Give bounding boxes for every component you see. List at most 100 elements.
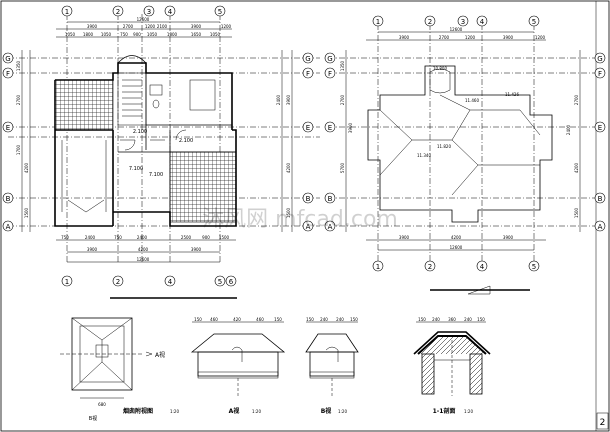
axis-label: 1 [376,263,380,271]
dimension: 2400 [85,235,96,240]
axis-label: 3 [147,8,151,16]
axis-label: E [598,124,602,132]
dimension: 2700 [123,24,134,29]
dimension: 3900 [348,122,353,133]
dimension: 150 [274,317,282,322]
axis-label: F [328,70,332,78]
dimension: 1650 [191,32,202,37]
overall-dimension: 12600 [137,17,150,22]
dimension: 4200 [138,247,149,252]
dimension: 5700 [340,162,345,173]
dimension: 1500 [574,207,579,218]
dimension: 3900 [503,235,514,240]
plan-right-side-dims: 1350 2700 3900 5700 2700 2400 4200 1500 [340,50,581,232]
axis-label: 5 [218,278,222,286]
dimension: 360 [448,317,456,322]
dimension: 4200 [451,235,462,240]
view-b-elevation: 150 240 240 150 B视 1:20 [305,317,359,415]
axis-label: 1 [65,8,69,16]
dimension: 2700 [16,94,21,105]
view-a-elevation: 150 460 420 460 150 A视 1:20 [190,317,286,415]
axis-label: 4 [168,8,173,16]
axis-label: 2 [116,8,120,16]
slope-arrow [467,285,491,295]
dimension: 150 [418,317,426,322]
axis-label: 2 [428,263,432,271]
sheet-number: 2 [600,418,606,428]
detail-title: 1-1剖面 [433,407,456,415]
axis-label: E [306,124,310,132]
axis-label: 4 [480,18,485,26]
dimension: 3900 [286,94,291,105]
dimension: 3900 [399,235,410,240]
roof-outline: 10.800 11.460 11.426 11.820 11.340 [367,65,553,223]
axis-label: A [306,223,311,231]
axis-label: 2 [116,278,120,286]
chimney-plan-detail: A视 B视 680 烟囱附视图 1:20 [60,317,179,422]
dimension: 1050 [101,32,112,37]
dimension: 750 [114,235,122,240]
roof-plan-right: 1 2 3 4 5 12600 3900 2700 1200 3900 1200… [324,15,606,295]
detail-title: A视 [229,407,240,415]
plan-left-top-dims: 12600 3900 2700 1200 2100 3900 1200 1050… [56,17,232,38]
elevation-label: 11.340 [417,153,431,158]
dimension: 3900 [87,247,98,252]
dimension: 4200 [286,162,291,173]
axis-label: F [6,70,10,78]
dimension: 900 [202,235,210,240]
overall-dimension: 12600 [450,27,463,32]
dimension: 1500 [219,235,230,240]
dimension: 3900 [87,24,98,29]
dimension: 1050 [65,32,76,37]
detail-scale: 1:20 [464,409,473,414]
dimension: 680 [98,402,106,407]
dimension: 2700 [340,94,345,105]
dimension: 1050 [210,32,221,37]
axis-label: 1 [65,278,69,286]
watermark: 沐风网 mfcad.com [202,207,398,232]
dimension: 1500 [286,207,291,218]
floor-plan-left: 1 2 3 4 5 12600 3900 2700 1200 2100 3900… [2,5,320,299]
plan-left-axis-bottom: 1 2 4 5 6 [61,275,237,287]
dimension: 1800 [83,32,94,37]
plan-right-axis-side: G F E B A G F E B A [324,52,606,232]
a-view-pointer: A视 [155,351,165,359]
dimension: 1350 [340,60,345,71]
room-label: 2.100 [133,129,147,135]
room-label: 2.100 [179,138,193,144]
axis-label: G [597,55,602,63]
axis-label: A [6,223,11,231]
plan-right-axis-top: 1 2 3 4 5 [372,15,540,262]
dimension: 3900 [503,35,514,40]
axis-label: 5 [532,18,536,26]
dimension: 2700 [439,35,450,40]
axis-label: F [598,70,602,78]
dimension: 240 [432,317,440,322]
axis-label: 5 [532,263,536,271]
dimension: 150 [194,317,202,322]
overall-dimension: 12600 [137,257,150,262]
plan-left-walls: 2.100 7.100 7.100 2.100 [54,55,237,227]
axis-label: E [328,124,332,132]
watermark-text: 沐风网 mfcad.com [202,207,398,232]
axis-label: 5 [218,8,222,16]
axis-label: G [327,55,332,63]
dimension: 240 [336,317,344,322]
room-label: 7.100 [149,172,163,178]
tiled-room-nw [54,79,114,131]
detail-scale: 1:20 [252,409,261,414]
section-1-1: 150 240 360 240 150 1-1剖面 1:20 [413,317,491,415]
overall-dimension: 12600 [450,245,463,250]
dimension: 4200 [24,162,29,173]
dimension: 1200 [221,24,232,29]
axis-label: 2 [428,18,432,26]
axis-label: B [598,195,603,203]
elevation-label: 11.426 [505,92,519,97]
plan-left-bottom-dims: 750 2400 750 2400 2500 900 1500 3900 420… [56,235,236,263]
axis-label: F [306,70,310,78]
dimension: 1350 [16,60,21,71]
dimension: 2400 [566,124,571,135]
axis-label: 4 [168,278,173,286]
bay-window-arc [117,55,147,64]
detail-title: 烟囱附视图 [123,407,153,415]
